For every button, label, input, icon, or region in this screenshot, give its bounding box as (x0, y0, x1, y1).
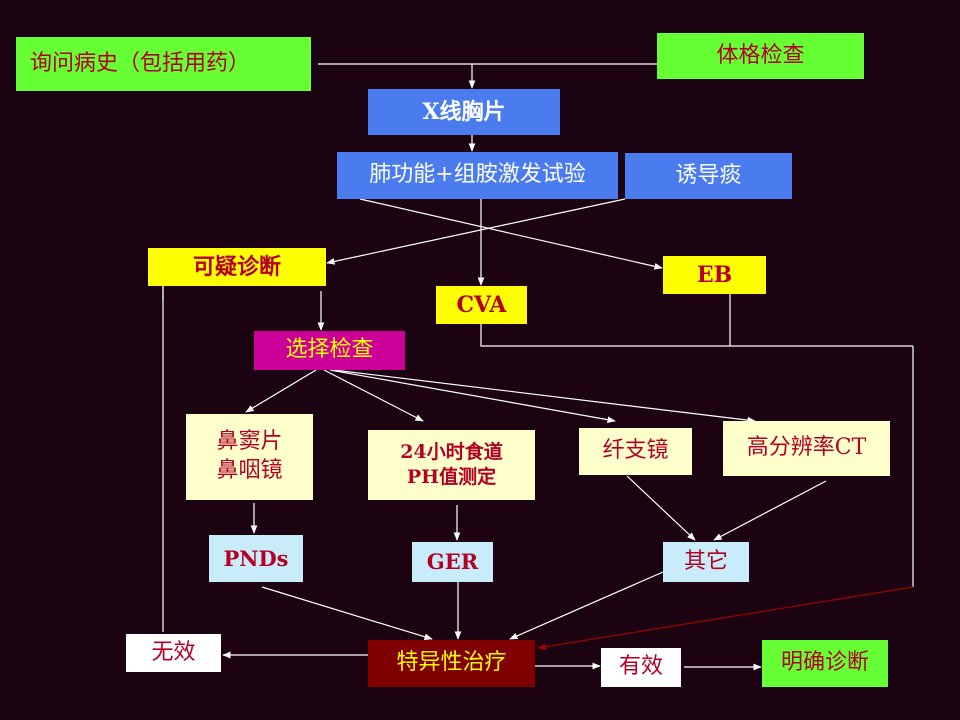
edge-select-to-bronch (329, 369, 616, 423)
node-history: 询问病史（包括用药） (16, 37, 311, 91)
edge-select-to-ph (323, 369, 424, 422)
edge-others-to-treatment (509, 571, 664, 640)
edge-right-to-treatment (537, 586, 914, 651)
node-cva: CVA (436, 286, 527, 324)
edge-hrct-to-others (713, 480, 827, 541)
node-lung-function: 肺功能+组胺激发试验 (337, 152, 618, 199)
node-ger: GER (412, 542, 493, 582)
node-physical-exam: 体格检查 (657, 33, 864, 79)
edge-sputum-to-suspected (326, 198, 626, 265)
edge-cva-eb-merge (480, 324, 913, 347)
node-chest-xray: X线胸片 (368, 89, 560, 135)
node-hrct: 高分辨率CT (723, 421, 890, 476)
node-specific-treatment: 特异性治疗 (368, 640, 535, 687)
node-eb: EB (663, 256, 766, 294)
node-bronchoscope: 纤支镜 (579, 428, 692, 475)
node-selective-exam: 选择检查 (254, 331, 405, 370)
edge-bronch-to-others (626, 475, 696, 541)
edge-lung-to-eb (359, 198, 663, 270)
node-effective: 有效 (601, 648, 681, 687)
node-sinus-xray: 鼻窦片 鼻咽镜 (186, 414, 313, 500)
node-confirmed-diagnosis: 明确诊断 (762, 640, 888, 687)
node-pnds: PNDs (209, 535, 303, 582)
edge-pnds-to-treatment (261, 586, 433, 641)
node-ph-monitoring: 24小时食道 PH值测定 (368, 430, 535, 500)
edge-select-to-hrct (333, 369, 756, 424)
edge-ineffective-up (162, 271, 166, 632)
node-others: 其它 (663, 542, 749, 582)
edge-select-to-sinus (245, 369, 317, 413)
node-suspected-diagnosis: 可疑诊断 (148, 248, 326, 286)
node-induced-sputum: 诱导痰 (625, 153, 792, 199)
node-ineffective: 无效 (126, 634, 221, 672)
